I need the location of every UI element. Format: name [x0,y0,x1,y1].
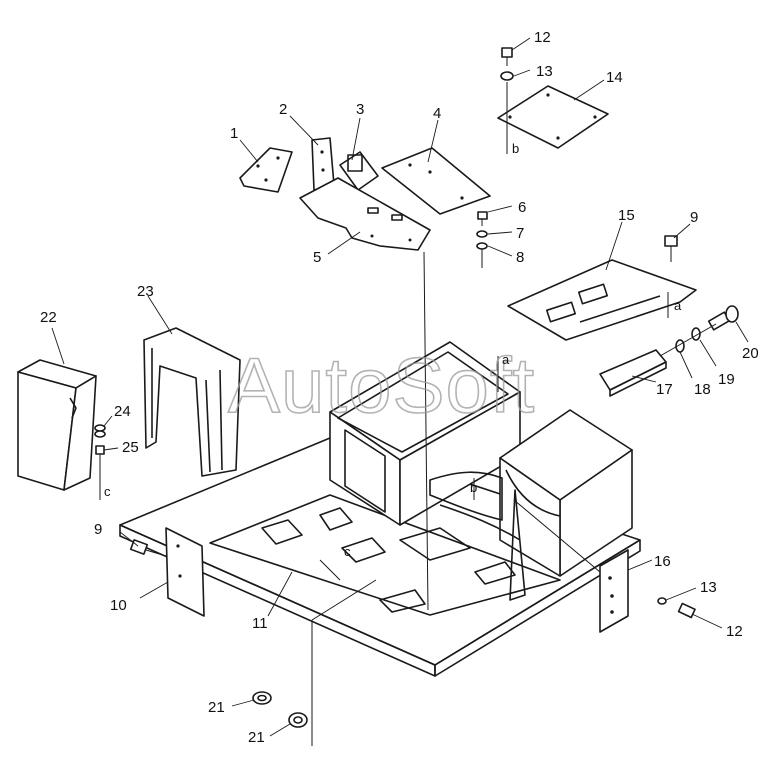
callout-7: 7 [516,225,524,242]
right-side-housing [429,409,633,601]
callout-11: 11 [252,615,268,632]
part-5-support-plate [299,177,431,251]
cab-center-housing [329,341,521,526]
callout-6: 6 [518,199,526,216]
leader-lines [51,37,749,737]
callout-1: 1 [230,125,238,142]
knob-20 [707,305,739,331]
callout-9-right: 9 [690,209,698,226]
callout-12-top: 12 [534,29,551,46]
callout-8: 8 [516,249,524,266]
callout-12-right: 12 [726,623,743,640]
callout-16: 16 [654,553,671,570]
callout-14: 14 [606,69,623,86]
tag-b-mid: b [470,480,477,495]
side-plate-16 [599,549,629,633]
part-1-bracket [239,147,293,193]
callout-10: 10 [110,597,127,614]
side-plate-10 [165,527,205,617]
callout-5: 5 [313,249,321,266]
bolt-12-right [677,602,696,619]
callout-18: 18 [694,381,711,398]
callout-24: 24 [114,403,131,420]
grommet-21-lower [288,712,308,728]
bolt-12-top [501,47,513,66]
callout-2: 2 [279,101,287,118]
bolt-25 [95,445,105,500]
callout-21-lower: 21 [248,729,265,746]
callout-19: 19 [718,371,735,388]
tag-b-top: b [512,141,519,156]
callout-4: 4 [433,105,441,122]
washer-13-top [500,71,514,81]
callout-15: 15 [618,207,635,224]
assembly-guide-lines [311,251,669,746]
callout-23: 23 [137,283,154,300]
callout-labels: 1 2 3 4 5 6 7 8 12 13 14 15 9 17 18 19 2… [40,29,759,746]
tag-c-left: c [104,484,111,499]
part-4-plate [381,147,491,215]
callout-17: 17 [656,381,673,398]
bolt-9-right [664,235,678,262]
part-3-angle-bracket [339,151,379,191]
panel-23 [143,327,241,477]
washer-8 [476,242,488,268]
tag-a-15: a [674,298,682,313]
callout-22: 22 [40,309,57,326]
callout-3: 3 [356,101,364,118]
bolt-6 [477,211,488,226]
reference-tags: b b c c a a [104,141,682,559]
callout-13-top: 13 [536,63,553,80]
tag-a-frame: a [502,352,510,367]
cover-plate-14 [497,85,609,149]
grommet-21-upper [252,691,272,705]
cover-plate-15 [507,259,697,341]
washer-24 [94,424,106,438]
tag-c-mid: c [344,544,351,559]
box-22 [17,359,97,491]
bracket-17 [599,349,667,397]
washer-13-right [657,597,667,605]
washer-7 [476,230,488,238]
callout-9-left: 9 [94,521,102,538]
callout-13-right: 13 [700,579,717,596]
callout-21-upper: 21 [208,699,225,716]
callout-20: 20 [742,345,759,362]
watermark-text: AutoSoft [228,341,535,429]
callout-25: 25 [122,439,139,456]
